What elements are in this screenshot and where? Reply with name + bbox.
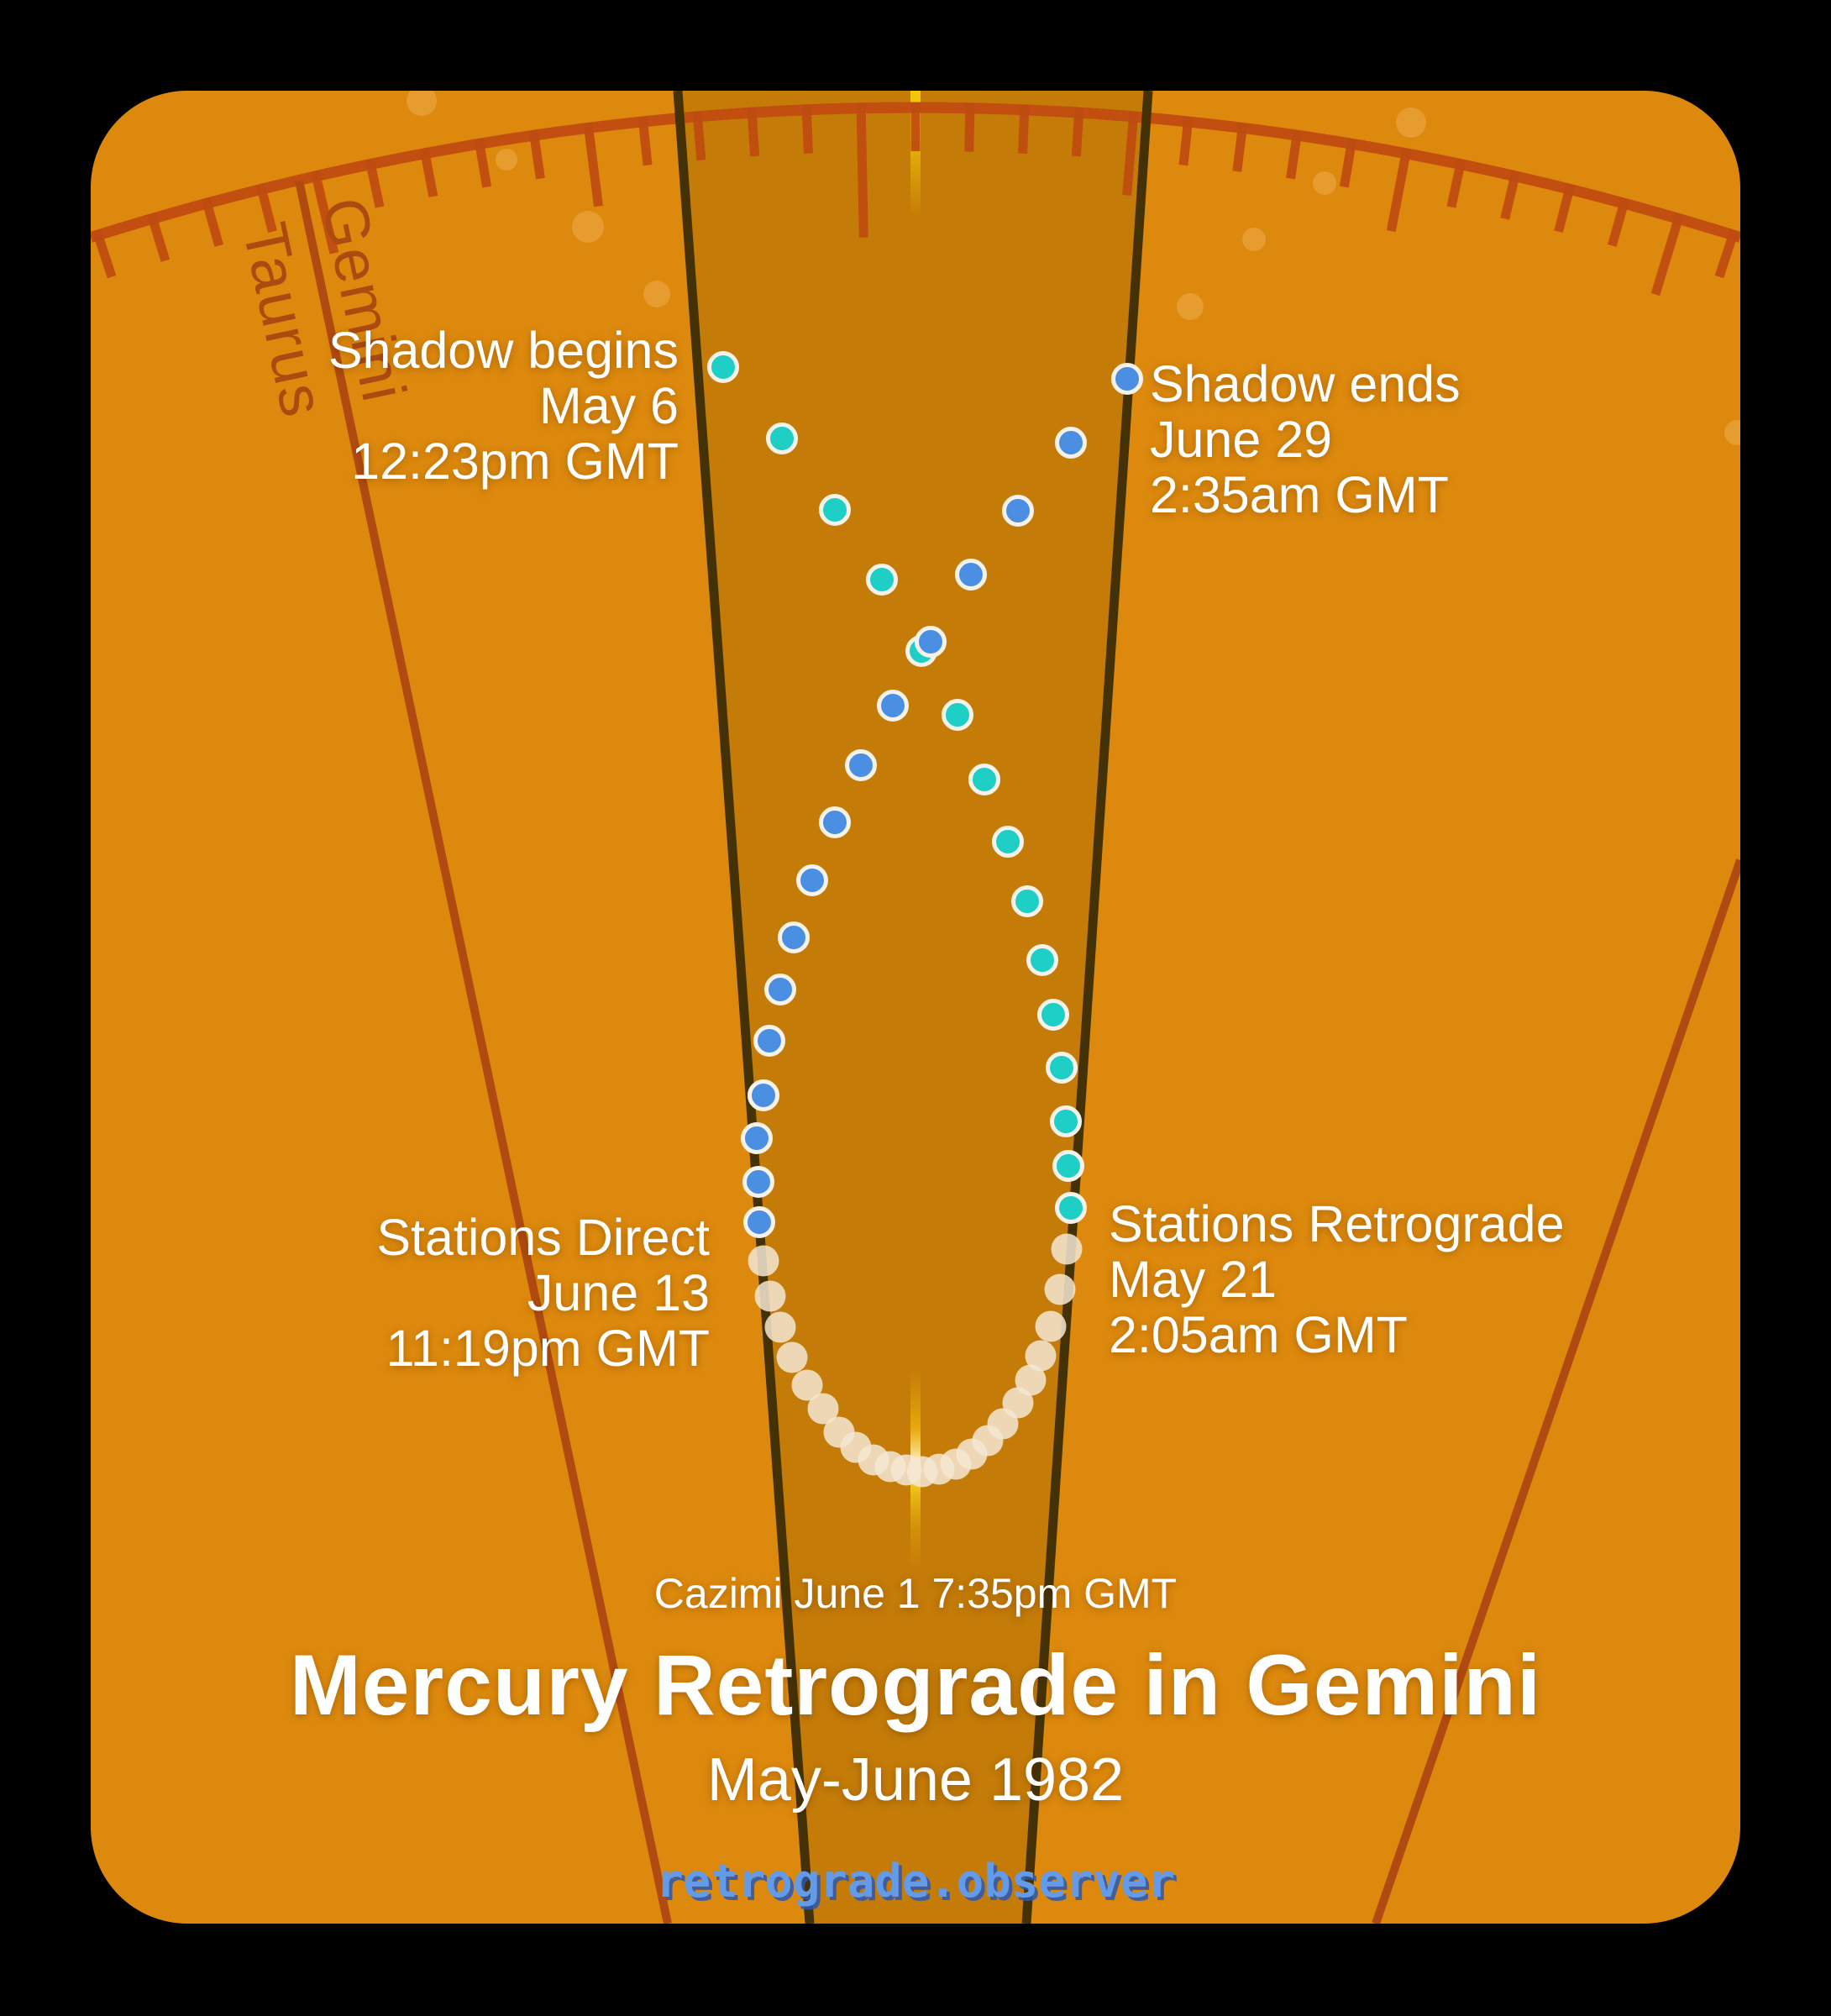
stations-direct-line1: Stations Direct bbox=[376, 1209, 710, 1266]
gemini-cancer-boundary-line bbox=[1372, 858, 1740, 1924]
stations-retrograde-line1: Stations Retrograde bbox=[1109, 1195, 1565, 1252]
shadow-begins-line3: 12:23pm GMT bbox=[351, 433, 679, 490]
shadow-begins-line1: Shadow begins bbox=[328, 322, 679, 379]
retrograde-shadow-cone bbox=[678, 91, 1148, 1924]
dust-spots bbox=[407, 91, 1740, 445]
shadow-begins-line2: May 6 bbox=[538, 377, 679, 434]
stations-direct-line2: June 13 bbox=[527, 1264, 710, 1321]
post-shadow-direct-dots bbox=[741, 363, 1143, 1238]
stations-direct-line3: 11:19pm GMT bbox=[386, 1320, 710, 1377]
stations-retrograde-line2: May 21 bbox=[1109, 1251, 1278, 1308]
cone-edge-right bbox=[1021, 91, 1153, 1924]
retrograde-motion-dots bbox=[748, 1233, 1083, 1488]
stations-retrograde-line3: 2:05am GMT bbox=[1109, 1306, 1408, 1363]
watermark-url: retrograde.observer bbox=[656, 1855, 1175, 1908]
poster-subtitle: May-June 1982 bbox=[706, 1746, 1125, 1814]
cone-edge-left bbox=[673, 91, 815, 1924]
degree-tick-marks bbox=[92, 102, 1739, 297]
shadow-ends-label: Shadow ends June 29 2:35am GMT bbox=[1150, 356, 1461, 522]
shadow-ends-line2: June 29 bbox=[1150, 411, 1333, 468]
shadow-begins-label: Shadow begins May 6 12:23pm GMT bbox=[328, 323, 679, 489]
taurus-gemini-boundary-line bbox=[295, 179, 672, 1924]
shadow-ends-line3: 2:35am GMT bbox=[1150, 466, 1449, 523]
shadow-ends-line1: Shadow ends bbox=[1150, 355, 1461, 412]
cazimi-label: Cazimi June 1 7:35pm GMT bbox=[653, 1570, 1178, 1617]
pre-shadow-direct-dots bbox=[707, 351, 1087, 1224]
stations-direct-label: Stations Direct June 13 11:19pm GMT bbox=[376, 1210, 710, 1376]
poster-title: Mercury Retrograde in Gemini bbox=[289, 1637, 1542, 1733]
stations-retrograde-label: Stations Retrograde May 21 2:05am GMT bbox=[1109, 1196, 1565, 1362]
